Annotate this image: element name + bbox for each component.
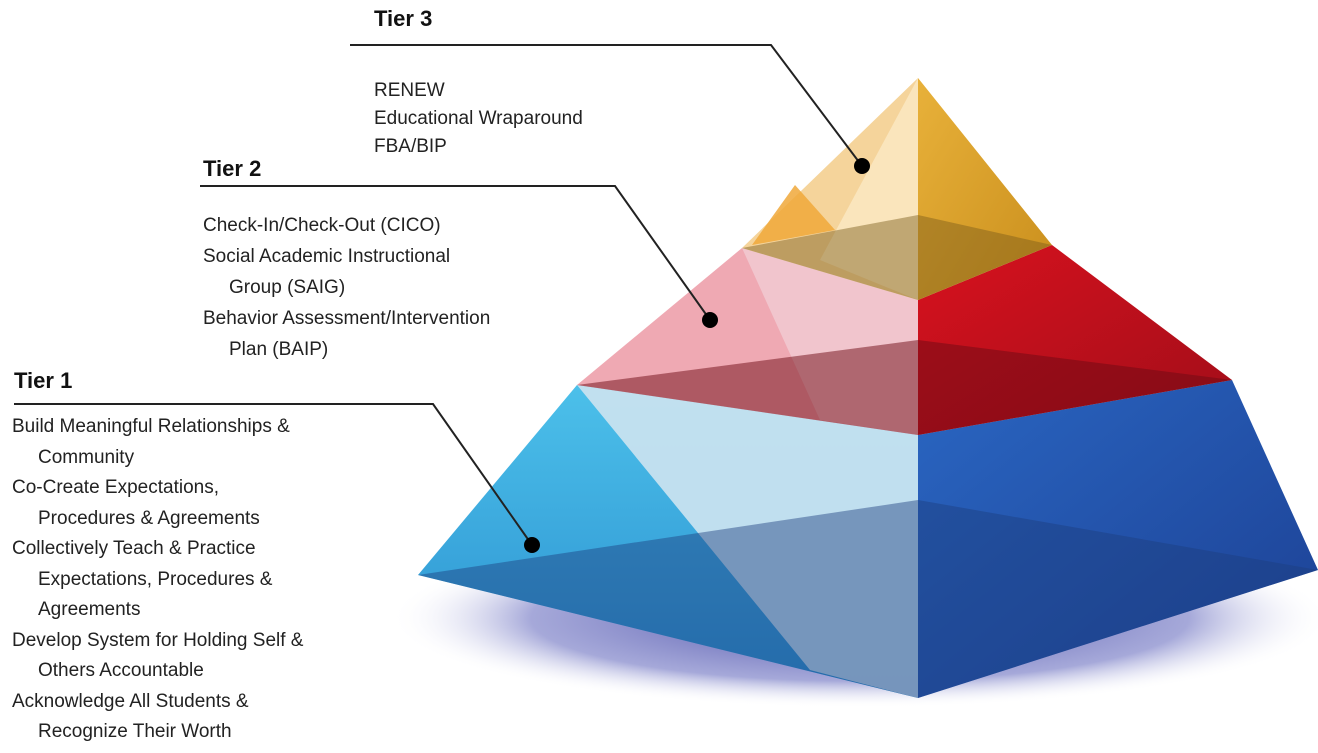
list-item: Acknowledge All Students & Recognize The… <box>12 687 303 748</box>
list-item-text-continued: Recognize Their Worth <box>38 721 232 742</box>
list-item-text-continued: Group (SAIG) <box>229 277 346 298</box>
tier-2-inner-shade <box>577 340 1232 435</box>
list-item: Co-Create Expectations, Procedures & Agr… <box>12 473 303 534</box>
list-item: Build Meaningful Relationships & Communi… <box>12 412 303 473</box>
list-item: RENEW <box>374 77 583 105</box>
list-item-text-continued: Community <box>38 446 135 468</box>
list-item-text-continued: Procedures & Agreements <box>38 507 260 529</box>
tier-2-heading: Tier 2 <box>203 156 262 181</box>
list-item: Educational Wraparound <box>374 105 583 133</box>
tier-1-inner-shade <box>418 500 1318 698</box>
tier-3-left-orange-accent <box>752 185 835 245</box>
tier-3-intervention-list: RENEW Educational Wraparound FBA/BIP <box>374 77 583 161</box>
list-item-text-continued: Expectations, Procedures & <box>38 568 273 590</box>
list-item-text-continued: Others Accountable <box>38 660 204 681</box>
tier-3-band <box>742 78 1052 300</box>
list-item-text: Social Academic Instructional <box>203 246 451 267</box>
tier-3-heading: Tier 3 <box>374 6 433 31</box>
list-item-text: Check-In/Check-Out (CICO) <box>203 215 441 236</box>
list-item-text: Build Meaningful Relationships & <box>12 416 290 437</box>
list-item: Social Academic Instructional Group (SAI… <box>203 241 490 303</box>
tier-2-callout-dot <box>702 312 718 328</box>
list-item-text: Behavior Assessment/Intervention <box>203 308 491 329</box>
list-item: Develop System for Holding Self & Others… <box>12 626 303 687</box>
list-item-text-continued: Plan (BAIP) <box>229 339 329 360</box>
tier-1-right-face <box>918 380 1318 698</box>
tier-1-front-panel <box>577 385 918 698</box>
tier-3-right-face <box>918 78 1052 300</box>
list-item-text: Collectively Teach & Practice <box>12 538 256 559</box>
list-item-text-continued: Agreements <box>38 599 141 620</box>
tier-1-practice-list: Build Meaningful Relationships & Communi… <box>12 412 303 748</box>
list-item-text: Co-Create Expectations, <box>12 477 219 498</box>
tier-3-leader-line <box>350 44 863 167</box>
tier-1-heading: Tier 1 <box>14 368 73 393</box>
tier-1-band <box>418 380 1318 698</box>
tier-1-callout-dot <box>524 537 540 553</box>
tier-2-intervention-list: Check-In/Check-Out (CICO) Social Academi… <box>203 210 490 365</box>
list-item: FBA/BIP <box>374 133 583 161</box>
tier-1-leader-line <box>14 403 533 546</box>
list-item-text: Acknowledge All Students & <box>12 690 249 712</box>
tier-2-leader-line <box>200 185 711 321</box>
tier-3-callout-dot <box>854 158 870 174</box>
list-item: Behavior Assessment/Intervention Plan (B… <box>203 303 490 365</box>
list-item-text: RENEW <box>374 80 445 101</box>
tier-3-front-panel <box>820 78 918 300</box>
list-item: Check-In/Check-Out (CICO) <box>203 210 490 241</box>
tier-3-inner-shade <box>742 215 1052 300</box>
tier-2-band <box>577 245 1232 435</box>
list-item-text: Educational Wraparound <box>374 108 583 129</box>
list-item-text: FBA/BIP <box>374 136 447 157</box>
list-item-text: Develop System for Holding Self & <box>12 629 304 651</box>
list-item: Collectively Teach & Practice Expectatio… <box>12 534 303 626</box>
